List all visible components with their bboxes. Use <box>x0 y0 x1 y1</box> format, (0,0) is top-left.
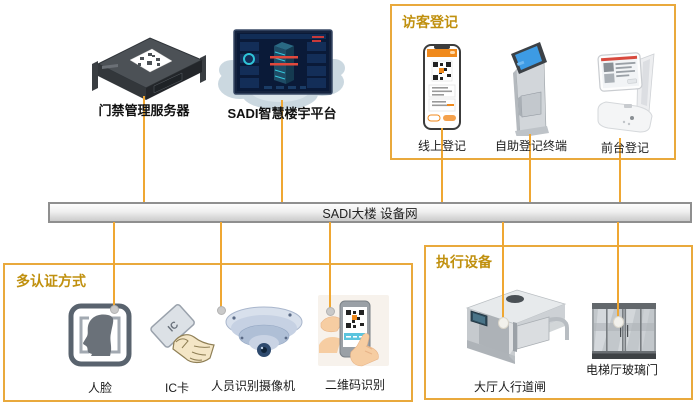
connector-bus-qr <box>329 222 331 312</box>
connector-platform-bus <box>281 100 283 202</box>
ic-card-device: IC <box>146 300 218 375</box>
glass-door-device <box>592 303 656 364</box>
endpoint-dot-face <box>110 305 119 314</box>
ic-card-label: IC卡 <box>164 381 190 395</box>
face-recognition-icon <box>68 303 132 367</box>
front-desk-device <box>596 48 658 145</box>
connector-kiosk-bus <box>529 134 531 202</box>
connector-server-bus <box>143 96 145 202</box>
endpoint-dot-camera <box>217 306 226 315</box>
kiosk-icon <box>511 42 549 138</box>
ic-card-icon: IC <box>150 304 215 364</box>
endpoint-dot-qr <box>326 307 335 316</box>
visitor-box-title: 访客登记 <box>402 14 458 30</box>
camera-device <box>222 300 306 369</box>
endpoint-dot-turnstile <box>498 317 509 329</box>
glass-door-label: 电梯厅玻璃门 <box>585 363 659 377</box>
connector-bus-door <box>617 222 619 322</box>
server-icon <box>92 37 206 121</box>
self-service-kiosk-label: 自助登记终端 <box>494 139 568 153</box>
turnstile-label: 大厅人行道闸 <box>473 380 547 394</box>
connector-bus-face <box>113 222 115 309</box>
front-desk-terminal-icon <box>597 52 655 133</box>
exec-devices-box <box>424 245 693 400</box>
dome-camera-icon <box>225 306 303 357</box>
turnstile-icon <box>465 289 569 364</box>
qr-recognition-label: 二维码识别 <box>324 378 386 392</box>
qr-recognition-device <box>313 293 393 372</box>
hand-graphic <box>172 334 215 364</box>
face-auth-device <box>68 303 132 372</box>
qr-code-graphic <box>431 60 453 82</box>
bus-label: SADI大楼 设备网 <box>322 207 418 221</box>
device-network-bus: SADI大楼 设备网 <box>48 202 692 223</box>
glass-door-icon <box>592 303 656 359</box>
self-service-kiosk-device <box>506 40 552 141</box>
visitor-registration-box <box>390 4 676 160</box>
connector-phone-bus <box>441 128 443 202</box>
online-registration-device <box>423 44 461 135</box>
exec-box-title: 执行设备 <box>436 254 492 270</box>
qr-code-graphic <box>346 310 364 328</box>
platform-monitor-icon <box>218 29 345 110</box>
sadi-platform-device <box>216 28 348 117</box>
multi-auth-box-title: 多认证方式 <box>16 273 86 289</box>
sadi-platform-label: SADI智慧楼宇平台 <box>227 106 337 121</box>
camera-label: 人员识别摄像机 <box>210 379 296 393</box>
connector-frontdesk-bus <box>619 138 621 202</box>
face-auth-label: 人脸 <box>87 381 113 395</box>
online-registration-label: 线上登记 <box>417 139 467 153</box>
front-desk-label: 前台登记 <box>600 141 650 155</box>
qr-scan-icon <box>318 295 389 367</box>
endpoint-dot-door <box>613 316 624 328</box>
connector-bus-turnstile <box>502 222 504 323</box>
phone-icon <box>423 44 461 130</box>
connector-bus-camera <box>220 222 222 310</box>
multi-auth-box <box>3 263 413 402</box>
building-graphic <box>270 42 298 84</box>
access-server-label: 门禁管理服务器 <box>98 103 190 118</box>
access-server-device <box>90 30 208 121</box>
turnstile-device <box>453 282 585 373</box>
